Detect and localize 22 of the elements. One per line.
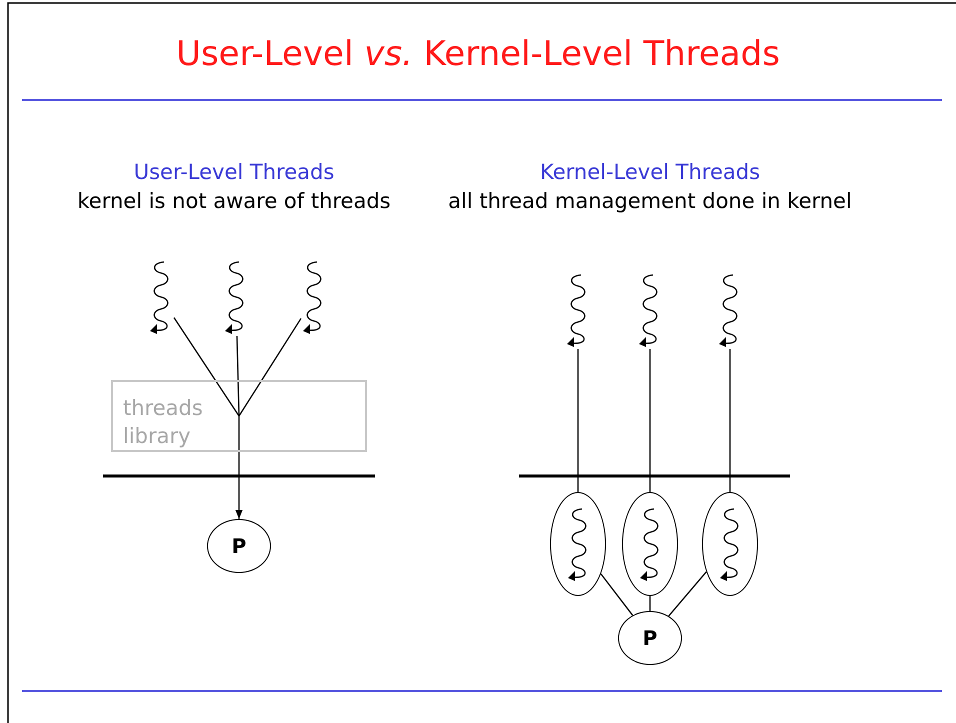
connector-line	[649, 596, 651, 611]
connector-line	[668, 571, 707, 616]
arrow	[235, 452, 243, 519]
section-subtitle: kernel is not aware of threads	[77, 189, 391, 213]
connector-line	[649, 349, 651, 492]
section-subtitle: all thread management done in kernel	[448, 189, 852, 213]
kernel-thread-ellipse	[550, 492, 606, 596]
library-label: threads library	[123, 395, 204, 450]
slide-title: User-Level vs. Kernel-Level Threads	[176, 34, 780, 74]
process-circle: P	[618, 611, 682, 665]
process-circle: P	[207, 519, 271, 573]
kernel-thread-ellipse	[702, 492, 758, 596]
connector-line	[729, 349, 731, 492]
connector-line	[577, 349, 579, 492]
connector-line	[236, 336, 239, 380]
kernel-thread-ellipse	[622, 492, 678, 596]
section-heading: User-Level Threads	[134, 160, 334, 184]
connector-line	[600, 574, 634, 616]
library-box	[111, 380, 367, 452]
connector-line	[261, 318, 302, 380]
section-heading: Kernel-Level Threads	[540, 160, 760, 184]
connector-line	[173, 317, 216, 380]
